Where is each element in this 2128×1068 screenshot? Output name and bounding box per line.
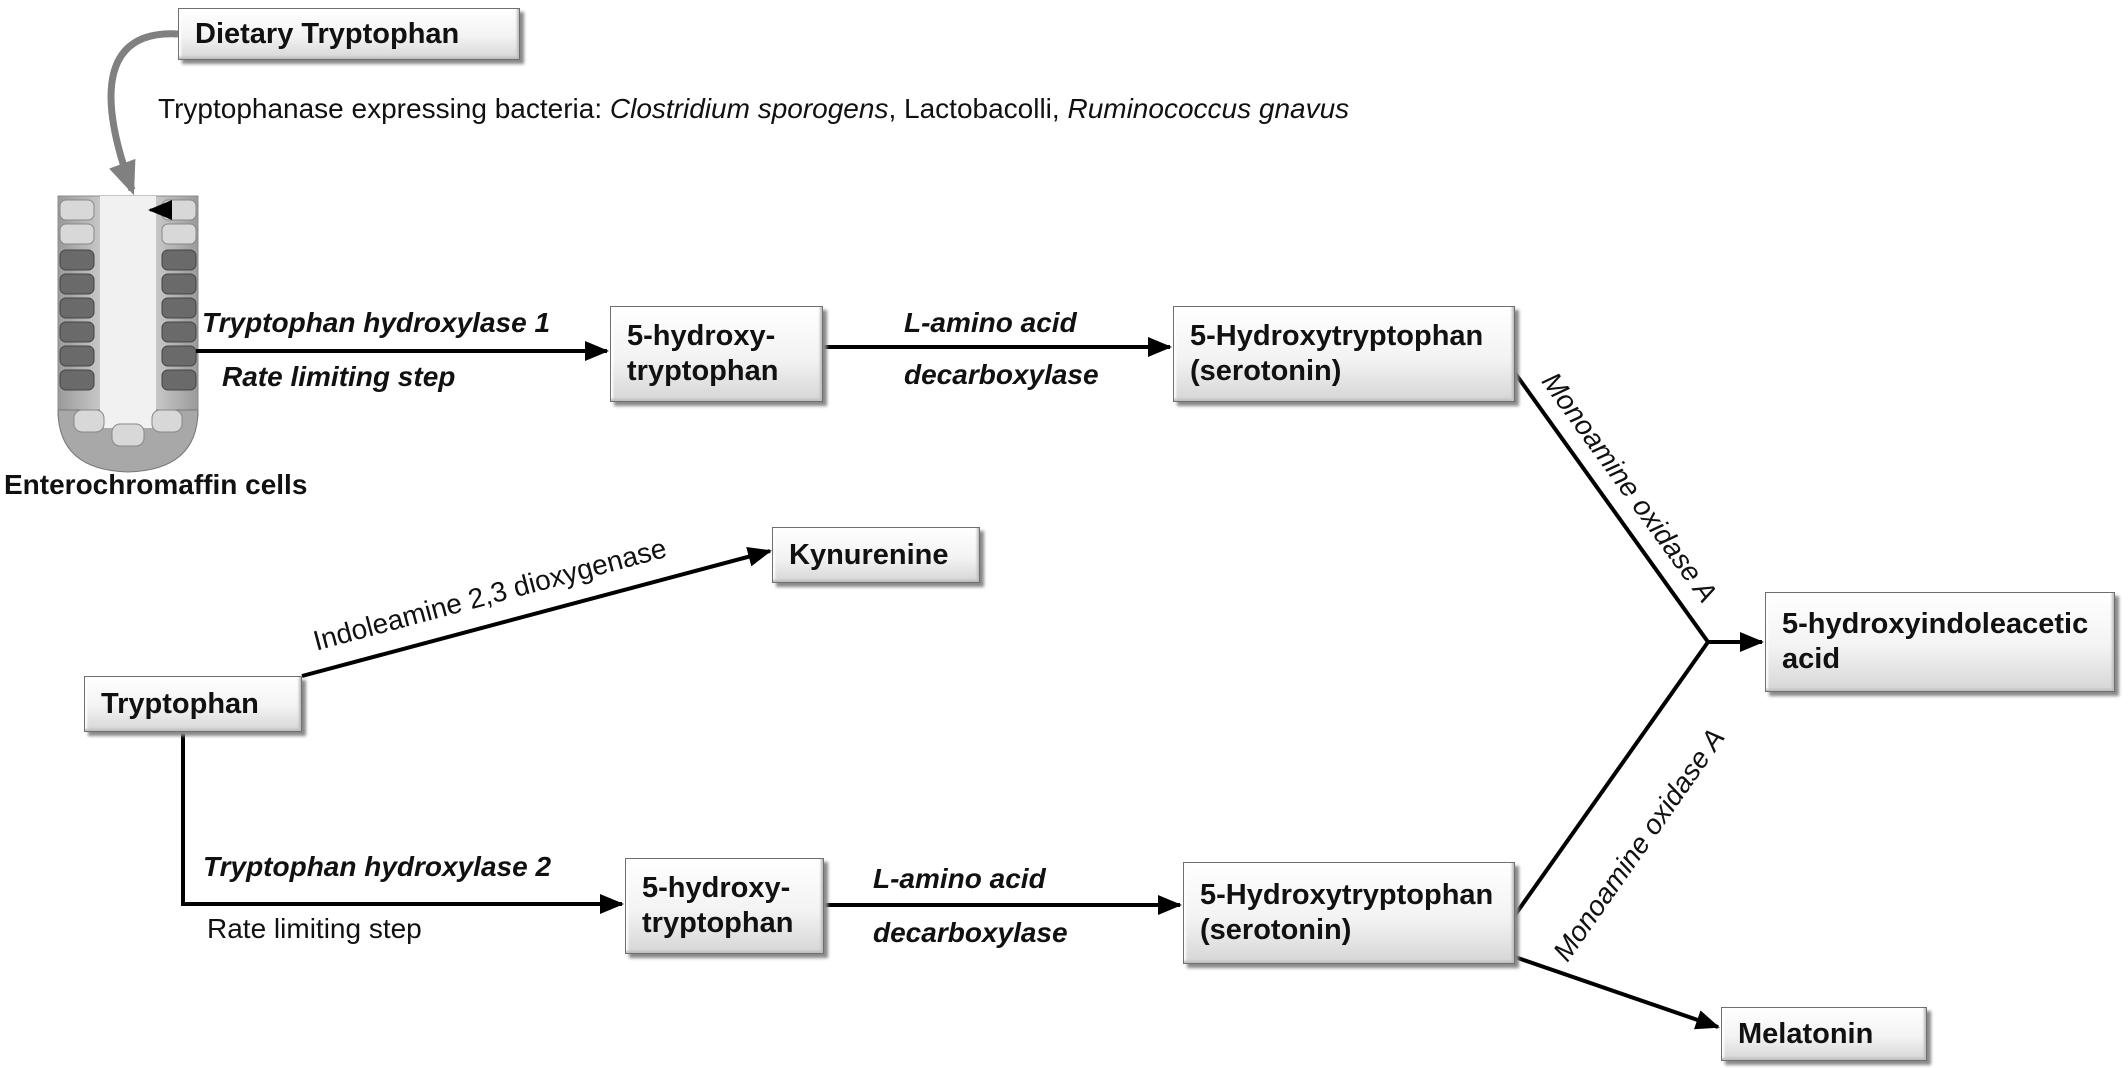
box-top-5-hydroxy-line1: 5-hydroxy- <box>627 320 776 352</box>
bacteria-species-1: Clostridium sporogens <box>609 93 889 124</box>
box-bottom-serotonin-line1: 5-Hydroxytryptophan <box>1200 879 1494 911</box>
box-melatonin: Melatonin <box>1721 1007 1927 1061</box>
arrow-ido <box>301 547 772 678</box>
line-mao-lower <box>1513 640 1710 917</box>
bacteria-caption: Tryptophanase expressing bacteria: Clost… <box>158 92 1349 126</box>
enterochromaffin-label: Enterochromaffin cells <box>4 469 308 500</box>
tph2-label: Tryptophan hydroxylase 2 <box>203 851 552 882</box>
box-top-5-hydroxy-line2: tryptophan <box>627 355 779 387</box>
rate-limiting-top-label: Rate limiting step <box>222 361 456 392</box>
bacteria-caption-middle: , Lactobacolli, <box>888 93 1068 124</box>
laad-top-label: L-amino acid <box>904 307 1077 338</box>
laad-bottom-label: L-amino acid <box>873 863 1046 894</box>
box-melatonin-label: Melatonin <box>1738 1017 1874 1050</box>
decarb-top-label: decarboxylase <box>904 359 1099 390</box>
box-bottom-5-hydroxy-line2: tryptophan <box>642 907 794 939</box>
bacteria-species-2: Ruminococcus gnavus <box>1067 93 1350 124</box>
box-tryptophan-label: Tryptophan <box>101 687 259 720</box>
box-dietary-tryptophan: Dietary Tryptophan <box>178 8 520 60</box>
box-5hiaa-line1: 5-hydroxyindoleacetic <box>1782 608 2089 640</box>
line-mao-upper <box>1513 371 1710 644</box>
rate-limiting-bottom-label: Rate limiting step <box>207 913 422 944</box>
box-5hiaa-line2: acid <box>1782 643 1841 675</box>
box-bottom-serotonin: 5-Hydroxytryptophan (serotonin) <box>1183 862 1515 964</box>
decarb-bottom-label: decarboxylase <box>873 917 1068 948</box>
box-bottom-5-hydroxy-line1: 5-hydroxy- <box>642 872 791 904</box>
box-top-serotonin-line1: 5-Hydroxytryptophan <box>1190 320 1484 352</box>
box-bottom-serotonin-line2: (serotonin) <box>1200 914 1352 946</box>
enterochromaffin-crypt-illustration <box>57 195 199 473</box>
tph1-label: Tryptophan hydroxylase 1 <box>202 307 551 338</box>
box-top-5-hydroxytryptophan: 5-hydroxy- tryptophan <box>610 306 823 402</box>
box-dietary-tryptophan-label: Dietary Tryptophan <box>195 17 460 50</box>
box-5-hydroxyindoleacetic-acid: 5-hydroxyindoleacetic acid <box>1765 592 2115 692</box>
box-top-serotonin-line2: (serotonin) <box>1190 355 1342 387</box>
box-kynurenine-label: Kynurenine <box>789 538 949 571</box>
box-top-serotonin: 5-Hydroxytryptophan (serotonin) <box>1173 306 1515 402</box>
arrow-tph2 <box>181 733 624 914</box>
bacteria-caption-prefix: Tryptophanase expressing bacteria: <box>158 93 610 124</box>
box-bottom-5-hydroxytryptophan: 5-hydroxy- tryptophan <box>625 858 824 954</box>
dietary-arrow <box>107 30 179 196</box>
box-tryptophan: Tryptophan <box>84 676 302 732</box>
box-kynurenine: Kynurenine <box>772 527 980 583</box>
arrow-to-melatonin <box>1514 955 1720 1030</box>
